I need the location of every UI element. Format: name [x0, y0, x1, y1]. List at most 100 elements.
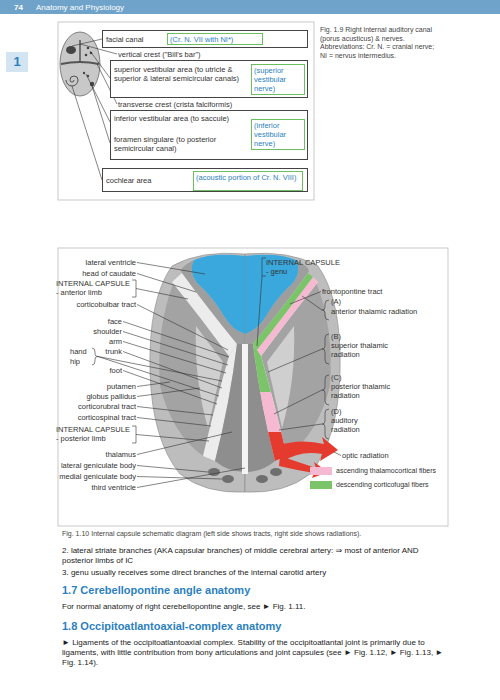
- structure-label: third ventricle: [46, 483, 136, 492]
- area-text: superior vestibular area (to utricle & s…: [114, 65, 244, 83]
- nerve-box: (acoustic portion of Cr. N. VIII): [193, 171, 303, 191]
- leader-line: [137, 263, 205, 275]
- structure-label: corticobulbar tract: [46, 300, 136, 309]
- nerve-text: (Cr. N. VII with NI*): [170, 35, 262, 44]
- structure-label: anterior thalamic radiation: [331, 307, 441, 316]
- figure-caption: Fig. 1.9 Right internal auditory canal (…: [320, 26, 442, 60]
- foramen-dot: [87, 47, 90, 50]
- leader-line: [123, 332, 228, 366]
- leader-line: [137, 305, 228, 351]
- bracket: [322, 375, 329, 405]
- running-head: Anatomy and Physiology: [36, 3, 196, 12]
- leader-line: [90, 51, 110, 78]
- cochlear-spiral: [66, 76, 78, 86]
- facial-canal-opening: [66, 46, 76, 54]
- leader-line: [137, 477, 222, 480]
- left-half: [150, 253, 245, 492]
- structure-label: thalamus: [46, 450, 136, 459]
- legend-item: ascending thalamocortical fibers: [310, 466, 436, 475]
- body-part-label: foot: [82, 366, 122, 375]
- canal-fundus: [60, 32, 100, 96]
- structure-label: auditory radiation: [331, 416, 377, 434]
- leader-line: [137, 382, 170, 387]
- leader-line: [137, 468, 245, 488]
- figure-caption: Fig. 1.10 Internal capsule schematic dia…: [62, 530, 447, 539]
- structure-label: frontopontine tract: [322, 287, 422, 296]
- nerve-text: (acoustic portion of Cr. N. VIII): [196, 173, 302, 182]
- leader-line: [302, 296, 322, 310]
- legend-swatch: [310, 467, 332, 475]
- bracket: [132, 280, 136, 297]
- leader-line: [279, 424, 322, 430]
- leader-line: [137, 388, 200, 397]
- bracket: [92, 348, 98, 365]
- body-part-label: face: [82, 317, 122, 326]
- section-heading: 1.8 Occipitoatlantoaxial-complex anatomy: [62, 620, 447, 633]
- thalamocortical-band: [257, 277, 318, 356]
- structure-label: lateral ventricle: [46, 258, 136, 267]
- nerve-text: (superior vestibular nerve): [254, 66, 304, 93]
- bracket: [322, 334, 329, 364]
- figure-frame: [58, 22, 314, 200]
- nerve-text: (inferior vestibular nerve): [254, 121, 304, 148]
- group-letter: (C): [331, 373, 351, 382]
- corticofugal-band: [253, 273, 313, 350]
- leader-line: [268, 349, 322, 372]
- bracket: [322, 300, 329, 320]
- section-heading: 1.7 Cerebellopontine angle anatomy: [62, 584, 447, 597]
- leader-line: [274, 390, 322, 414]
- structure-label: superior thalamic radiation: [331, 341, 403, 359]
- structure-label: optic radiation: [342, 451, 432, 460]
- structure-label: corticorubral tract: [46, 402, 136, 411]
- thalamocortical-band: [250, 392, 295, 432]
- leader-line: [137, 432, 232, 455]
- legend-item: descending corticofugal fibers: [310, 480, 429, 489]
- structure-label: medial geniculate body: [36, 472, 136, 481]
- page-number: 74: [14, 3, 34, 12]
- legend-swatch: [310, 481, 332, 489]
- structure-label: INTERNAL CAPSULE - posterior limb: [56, 425, 132, 443]
- body-part-label: arm: [82, 337, 122, 346]
- foramen-dot: [85, 54, 88, 57]
- area-text: inferior vestibular area (to saccule): [114, 114, 244, 123]
- leader-line: [123, 371, 217, 405]
- body-text: 3. genu usually receives some direct bra…: [62, 568, 447, 578]
- leader-line: [257, 276, 262, 346]
- chapter-number: 1: [6, 55, 28, 69]
- area-box: inferior vestibular area (to saccule) for…: [110, 110, 308, 160]
- leader-line: [137, 466, 208, 473]
- structure-label: INTERNAL CAPSULE - anterior limb: [56, 279, 132, 297]
- nerve-box: (inferior vestibular nerve): [251, 119, 305, 150]
- body-part-label: shoulder: [82, 327, 122, 336]
- chapter-tab: 1: [6, 52, 28, 72]
- structure-label: corticospinal tract: [46, 413, 136, 422]
- structure-label: lateral geniculate body: [36, 461, 136, 470]
- page-header-band: 74Anatomy and Physiology: [0, 0, 500, 14]
- group-letter: (B): [331, 332, 351, 341]
- leader-line: [123, 322, 229, 358]
- leader-line: [334, 452, 341, 456]
- legend-text: ascending thalamocortical fibers: [336, 467, 436, 474]
- structure-label: head of caudate: [46, 269, 136, 278]
- leader-line: [137, 407, 213, 416]
- leader-line: [136, 289, 188, 300]
- leader-line: [123, 352, 222, 389]
- leader-line: [137, 274, 196, 293]
- area-box: facial canal(Cr. N. VII with NI*): [102, 30, 308, 48]
- body-part-label: trunk: [82, 347, 122, 356]
- leader-line: [72, 39, 102, 46]
- body-part-label: hand: [70, 347, 94, 356]
- leader-line: [86, 74, 110, 122]
- structure-label: globus pallidus: [46, 392, 136, 401]
- area-box: superior vestibular area (to utricle & s…: [110, 60, 308, 98]
- group-letter: (A): [331, 297, 351, 306]
- area-box: cochlear area(acoustic portion of Cr. N.…: [102, 168, 308, 192]
- area-text: foramen singulare (to posterior semicirc…: [114, 135, 244, 153]
- body-text: ► Ligaments of the occipitoatlantoaxial …: [62, 638, 447, 668]
- leader-line: [72, 86, 102, 180]
- nerve-box: (Cr. N. VII with NI*): [167, 33, 263, 45]
- bracket: [132, 426, 136, 443]
- group-letter: (D): [331, 407, 351, 416]
- nerve-box: (superior vestibular nerve): [251, 64, 305, 95]
